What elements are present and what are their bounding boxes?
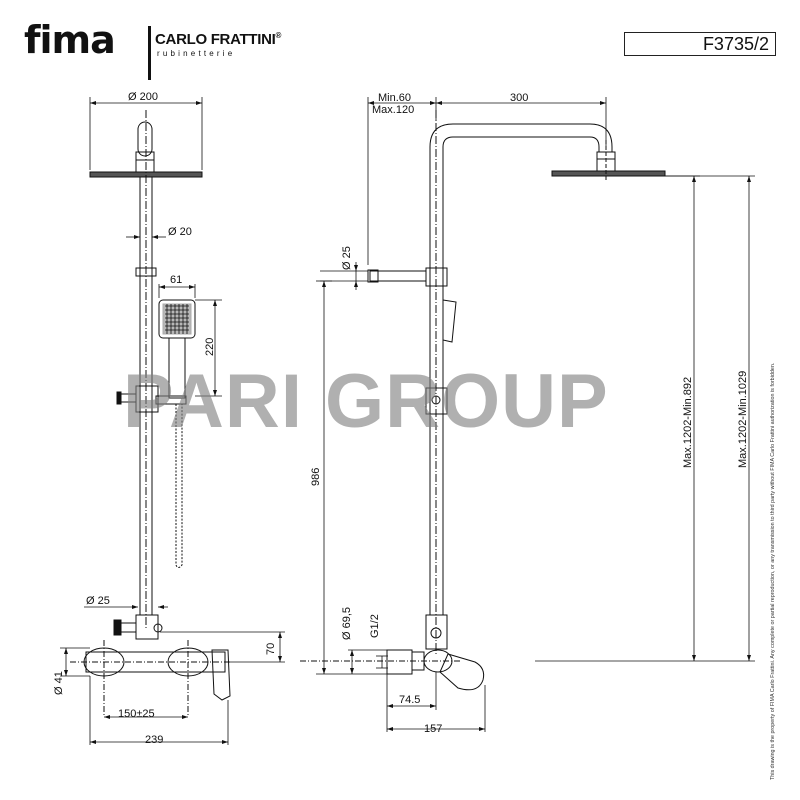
side-hand-shower [442, 299, 457, 343]
side-head-arm-outer [429, 123, 613, 152]
front-slider-knob [119, 393, 137, 403]
dim-head-offset-min: Min.60 [378, 92, 411, 104]
side-view [300, 110, 666, 691]
side-spout [439, 653, 485, 691]
front-head-connector [135, 159, 155, 173]
dim-centre-distance: 150±25 [118, 708, 155, 720]
brand-registered-mark: ® [275, 31, 282, 40]
dim-arm-reach: 300 [510, 92, 528, 104]
front-head-arm [137, 121, 153, 157]
front-hand-shower-handle [168, 337, 186, 399]
side-dimension-lines [316, 97, 755, 732]
copyright-notice: This drawing is the property of FIMA Car… [770, 362, 776, 780]
dim-projection-long: 157 [424, 723, 442, 735]
front-slider [135, 385, 159, 413]
dim-height-head: Max.1202-Min.892 [682, 377, 694, 468]
front-mixer-body [85, 651, 226, 673]
front-lever-handle [211, 649, 231, 701]
product-code-box: F3735/2 [624, 32, 776, 56]
dimension-arrowheads [64, 101, 751, 744]
front-hose [175, 404, 183, 568]
product-code: F3735/2 [702, 34, 769, 54]
dim-escutcheon-diameter: Ø 41 [53, 671, 65, 695]
front-diverter [135, 614, 159, 640]
dim-column-height: 986 [310, 468, 322, 486]
brand-carlo-text: CARLO FRATTINI [155, 31, 276, 48]
side-head-arm-inner [442, 136, 600, 152]
dim-handshower-length: 220 [204, 338, 216, 356]
side-shower-head [551, 170, 666, 177]
brand-carlo-frattini: CARLO FRATTINI® [155, 31, 281, 48]
side-wall-flange [386, 649, 413, 675]
brand-divider [148, 26, 151, 80]
dim-head-diameter: Ø 200 [128, 91, 158, 103]
front-dimension-lines [60, 97, 285, 745]
dim-body-diameter: Ø 69,5 [341, 607, 353, 640]
dim-connector-diameter-front: Ø 25 [86, 595, 110, 607]
front-view [70, 110, 231, 715]
dim-pipe-diameter: Ø 20 [168, 226, 192, 238]
dim-thread: G1/2 [369, 614, 381, 638]
dim-overall-width: 239 [145, 734, 163, 746]
brand-subtitle: rubinetterie [157, 49, 236, 58]
brand-fima-wordmark: fima [24, 18, 116, 62]
dim-height-total: Max.1202-Min.1029 [737, 371, 749, 468]
dim-handshower-width: 61 [170, 274, 182, 286]
dim-head-offset-max: Max.120 [372, 104, 414, 116]
front-slider-holder [155, 395, 187, 405]
dim-projection-short: 74.5 [399, 694, 420, 706]
side-hose-outlet [369, 270, 427, 282]
dim-connector-diameter-side: Ø 25 [341, 246, 353, 270]
dim-outlet-height: 70 [265, 643, 277, 655]
